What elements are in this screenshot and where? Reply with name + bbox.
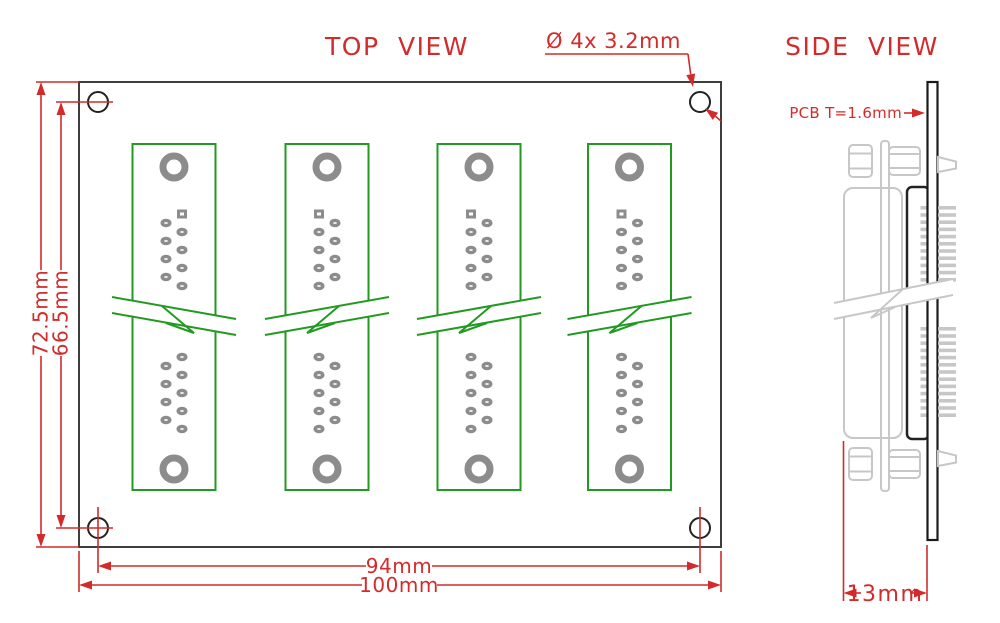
leader-arrow-icon [912, 108, 925, 118]
side-view: SIDE VIEW [785, 32, 957, 607]
dim-label-100mm: 100mm [359, 573, 439, 597]
pcb-side-profile [926, 80, 939, 542]
extension-lines [36, 81, 722, 592]
jackscrew-tails [937, 155, 957, 468]
side-break-line [833, 278, 954, 320]
dimension-13mm: 13mm [842, 441, 928, 607]
dim-label-72-5mm: 72.5mm [29, 270, 53, 357]
dim-label-13mm: 13mm [847, 582, 924, 607]
pcb-thickness-note: PCB T=1.6mm [789, 104, 925, 122]
pin-stubs [920, 206, 927, 417]
dimension-94mm: 94mm [98, 554, 700, 578]
dimension-72-5mm: 72.5mm [29, 82, 53, 547]
leader-arrow-icon [705, 108, 719, 120]
pcb-thickness-label: PCB T=1.6mm [789, 104, 902, 122]
side-view-title: SIDE VIEW [785, 32, 939, 61]
dim-label-66-5mm: 66.5mm [49, 270, 73, 357]
connector-side-profile [843, 140, 931, 492]
mounting-hole-top-right [689, 91, 711, 113]
hole-note-label: Ø 4x 3.2mm [546, 29, 681, 53]
leader-arrow-icon [686, 73, 696, 87]
dimension-66-5mm: 66.5mm [49, 102, 73, 528]
solder-pins [938, 206, 956, 417]
hole-diameter-note: Ø 4x 3.2mm [545, 29, 722, 122]
top-view-title: TOP VIEW [324, 32, 469, 61]
top-view: TOP VIEW [29, 29, 722, 597]
dimension-100mm: 100mm [79, 573, 721, 597]
dim-label-94mm: 94mm [366, 554, 432, 578]
